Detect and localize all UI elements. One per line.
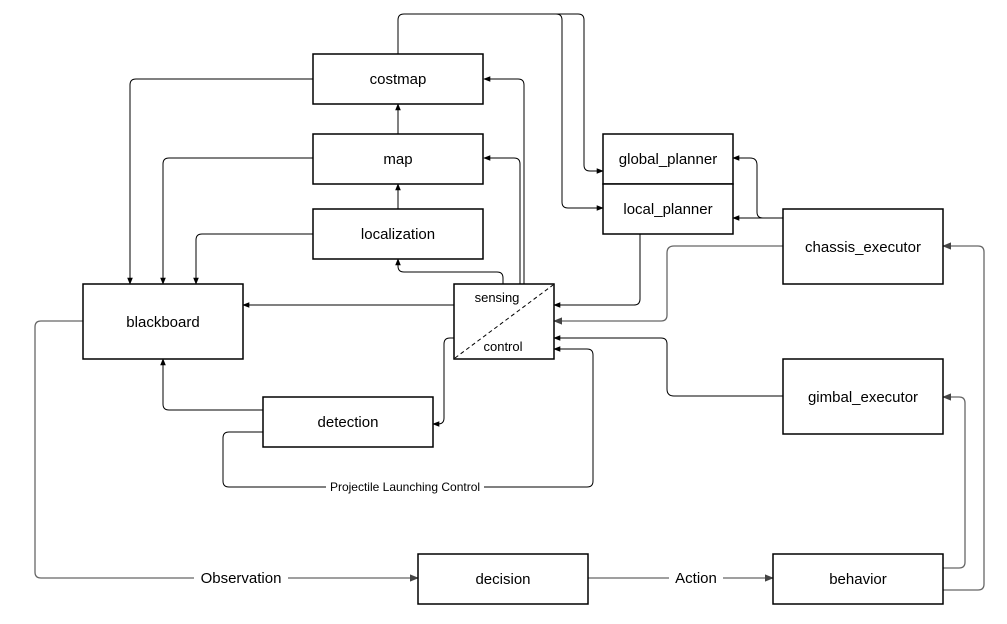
edge-costmap-to-blackboard [127, 78, 314, 285]
node-local-planner-label: local_planner [623, 201, 712, 218]
edge-behavior-to-gimbal [942, 393, 966, 569]
projectile-label: Projectile Launching Control [330, 480, 480, 494]
node-behavior[interactable]: behavior [772, 553, 944, 605]
edge-map-to-blackboard [160, 157, 314, 285]
node-behavior-label: behavior [829, 571, 887, 588]
edge-sensing-to-costmap [483, 76, 525, 284]
node-blackboard-label: blackboard [126, 314, 199, 331]
node-control-label: control [483, 339, 522, 354]
node-detection-label: detection [318, 414, 379, 431]
edge-blackboard-to-decision [34, 320, 419, 582]
node-sensing-label: sensing [475, 290, 520, 305]
node-decision-label: decision [475, 571, 530, 588]
edge-behavior-to-chassis [942, 242, 985, 591]
node-global-planner[interactable]: global_planner [602, 133, 734, 185]
action-label-bg [669, 568, 723, 588]
edge-costmap-to-global-planner [397, 13, 604, 174]
edge-control-to-detection [432, 337, 454, 427]
node-chassis-executor[interactable]: chassis_executor [782, 208, 944, 285]
node-costmap-label: costmap [370, 71, 427, 88]
node-localization-label: localization [361, 226, 435, 243]
edge-local-planner-to-sensing [553, 234, 641, 308]
edge-detection-to-blackboard [160, 358, 263, 411]
node-localization[interactable]: localization [312, 208, 484, 260]
observation-label-bg [194, 568, 288, 588]
projectile-label-bg [326, 479, 484, 495]
edge-costmap-to-local-planner [555, 13, 604, 211]
edge-gimbal-to-control [553, 335, 783, 397]
node-blackboard[interactable]: blackboard [82, 283, 244, 360]
node-local-planner[interactable]: local_planner [602, 183, 734, 235]
action-label: Action [675, 570, 717, 587]
observation-label: Observation [201, 570, 282, 587]
edge-chassis-to-global-planner [732, 155, 783, 219]
node-global-planner-label: global_planner [619, 151, 717, 168]
edge-sensing-to-localization [395, 258, 504, 284]
node-sensing-control[interactable]: sensing control [453, 283, 555, 360]
edge-chassis-to-sensing [553, 245, 783, 325]
node-map-label: map [383, 151, 412, 168]
node-decision[interactable]: decision [417, 553, 589, 605]
node-detection[interactable]: detection [262, 396, 434, 448]
node-map[interactable]: map [312, 133, 484, 185]
node-costmap[interactable]: costmap [312, 53, 484, 105]
edge-localization-to-blackboard [193, 233, 314, 285]
node-gimbal-executor-label: gimbal_executor [808, 389, 918, 406]
node-chassis-executor-label: chassis_executor [805, 239, 921, 256]
edge-sensing-to-map [483, 155, 521, 284]
nodes: costmap map localization blackboard sens… [82, 53, 944, 605]
edges: Projectile Launching Control Observation… [34, 13, 985, 591]
sensing-control-divider [454, 284, 554, 359]
node-gimbal-executor[interactable]: gimbal_executor [782, 358, 944, 435]
